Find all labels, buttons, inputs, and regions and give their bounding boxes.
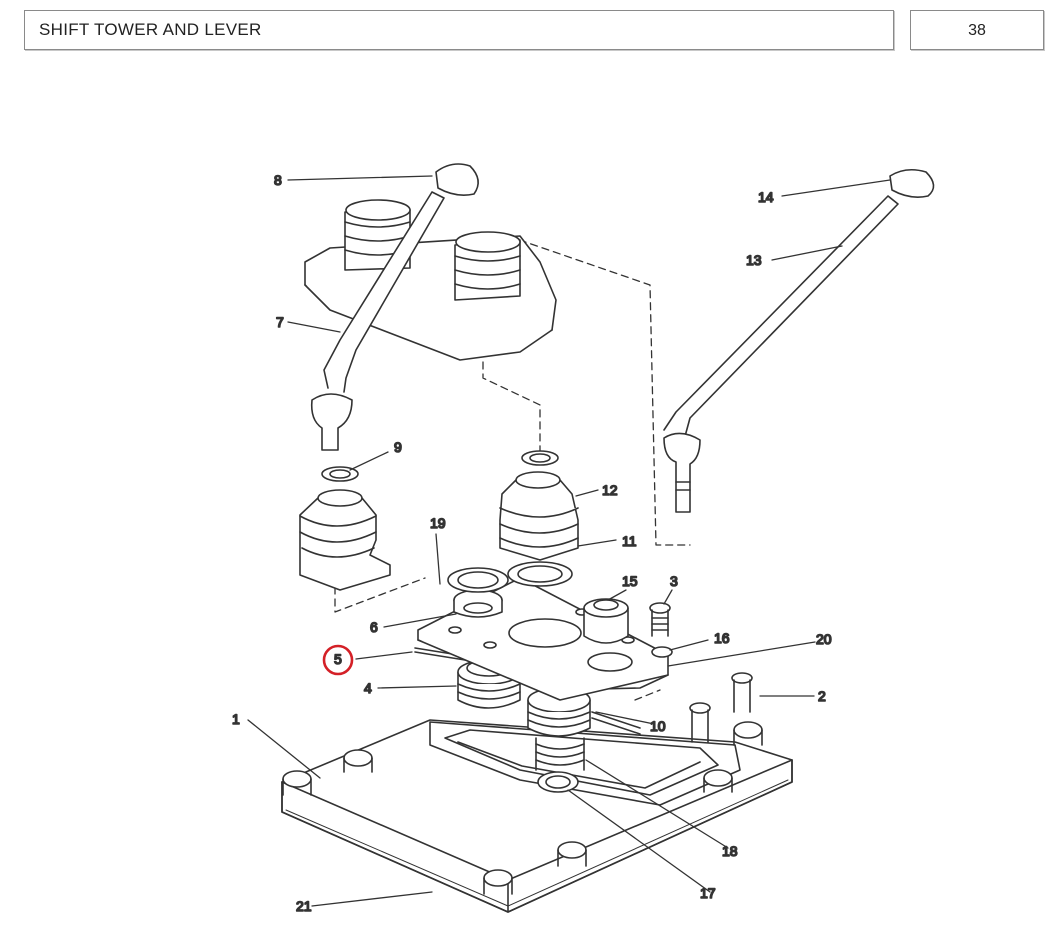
bolt-3 xyxy=(649,602,671,637)
bellows-boot-top xyxy=(304,199,557,361)
callout-11: 11 xyxy=(622,533,637,549)
callout-14: 14 xyxy=(758,189,774,205)
callout-20: 20 xyxy=(816,631,832,647)
callout-1: 1 xyxy=(232,711,240,727)
callout-21: 21 xyxy=(296,898,312,914)
callout-13: 13 xyxy=(746,252,762,268)
callout-12: 12 xyxy=(602,482,618,498)
callout-9: 9 xyxy=(394,439,402,455)
callout-15: 15 xyxy=(622,573,638,589)
page-number-box: 38 xyxy=(910,10,1044,50)
callout-4: 4 xyxy=(364,680,372,696)
base-plate xyxy=(281,719,793,913)
callout-labels: 1 2 3 4 5 6 7 8 9 10 11 12 13 14 15 16 1… xyxy=(231,171,832,915)
shift-lever-left xyxy=(310,163,479,451)
callout-2: 2 xyxy=(818,688,826,704)
callout-8: 8 xyxy=(274,172,282,188)
page-title: SHIFT TOWER AND LEVER xyxy=(39,20,262,39)
bolt-bosses xyxy=(282,721,763,895)
page-number: 38 xyxy=(968,22,986,39)
callout-6: 6 xyxy=(370,619,378,635)
callout-18: 18 xyxy=(722,843,738,859)
leader-lines xyxy=(247,175,891,907)
highlight-circle xyxy=(322,644,354,676)
rubber-boot-left xyxy=(299,466,391,591)
bushing-15 xyxy=(583,598,629,644)
callout-16: 16 xyxy=(714,630,730,646)
callout-5: 5 xyxy=(334,651,342,667)
title-box: SHIFT TOWER AND LEVER xyxy=(24,10,894,50)
shift-lever-right xyxy=(663,168,935,513)
rubber-boot-right xyxy=(499,450,579,561)
callout-3: 3 xyxy=(670,573,678,589)
seal-rings xyxy=(447,561,573,618)
bolts-2 xyxy=(689,672,753,743)
callout-17: 17 xyxy=(700,885,716,901)
callout-19: 19 xyxy=(430,515,446,531)
washer-16 xyxy=(651,646,673,658)
callout-10: 10 xyxy=(650,718,666,734)
callout-7: 7 xyxy=(276,314,284,330)
pin-10 xyxy=(591,711,641,735)
